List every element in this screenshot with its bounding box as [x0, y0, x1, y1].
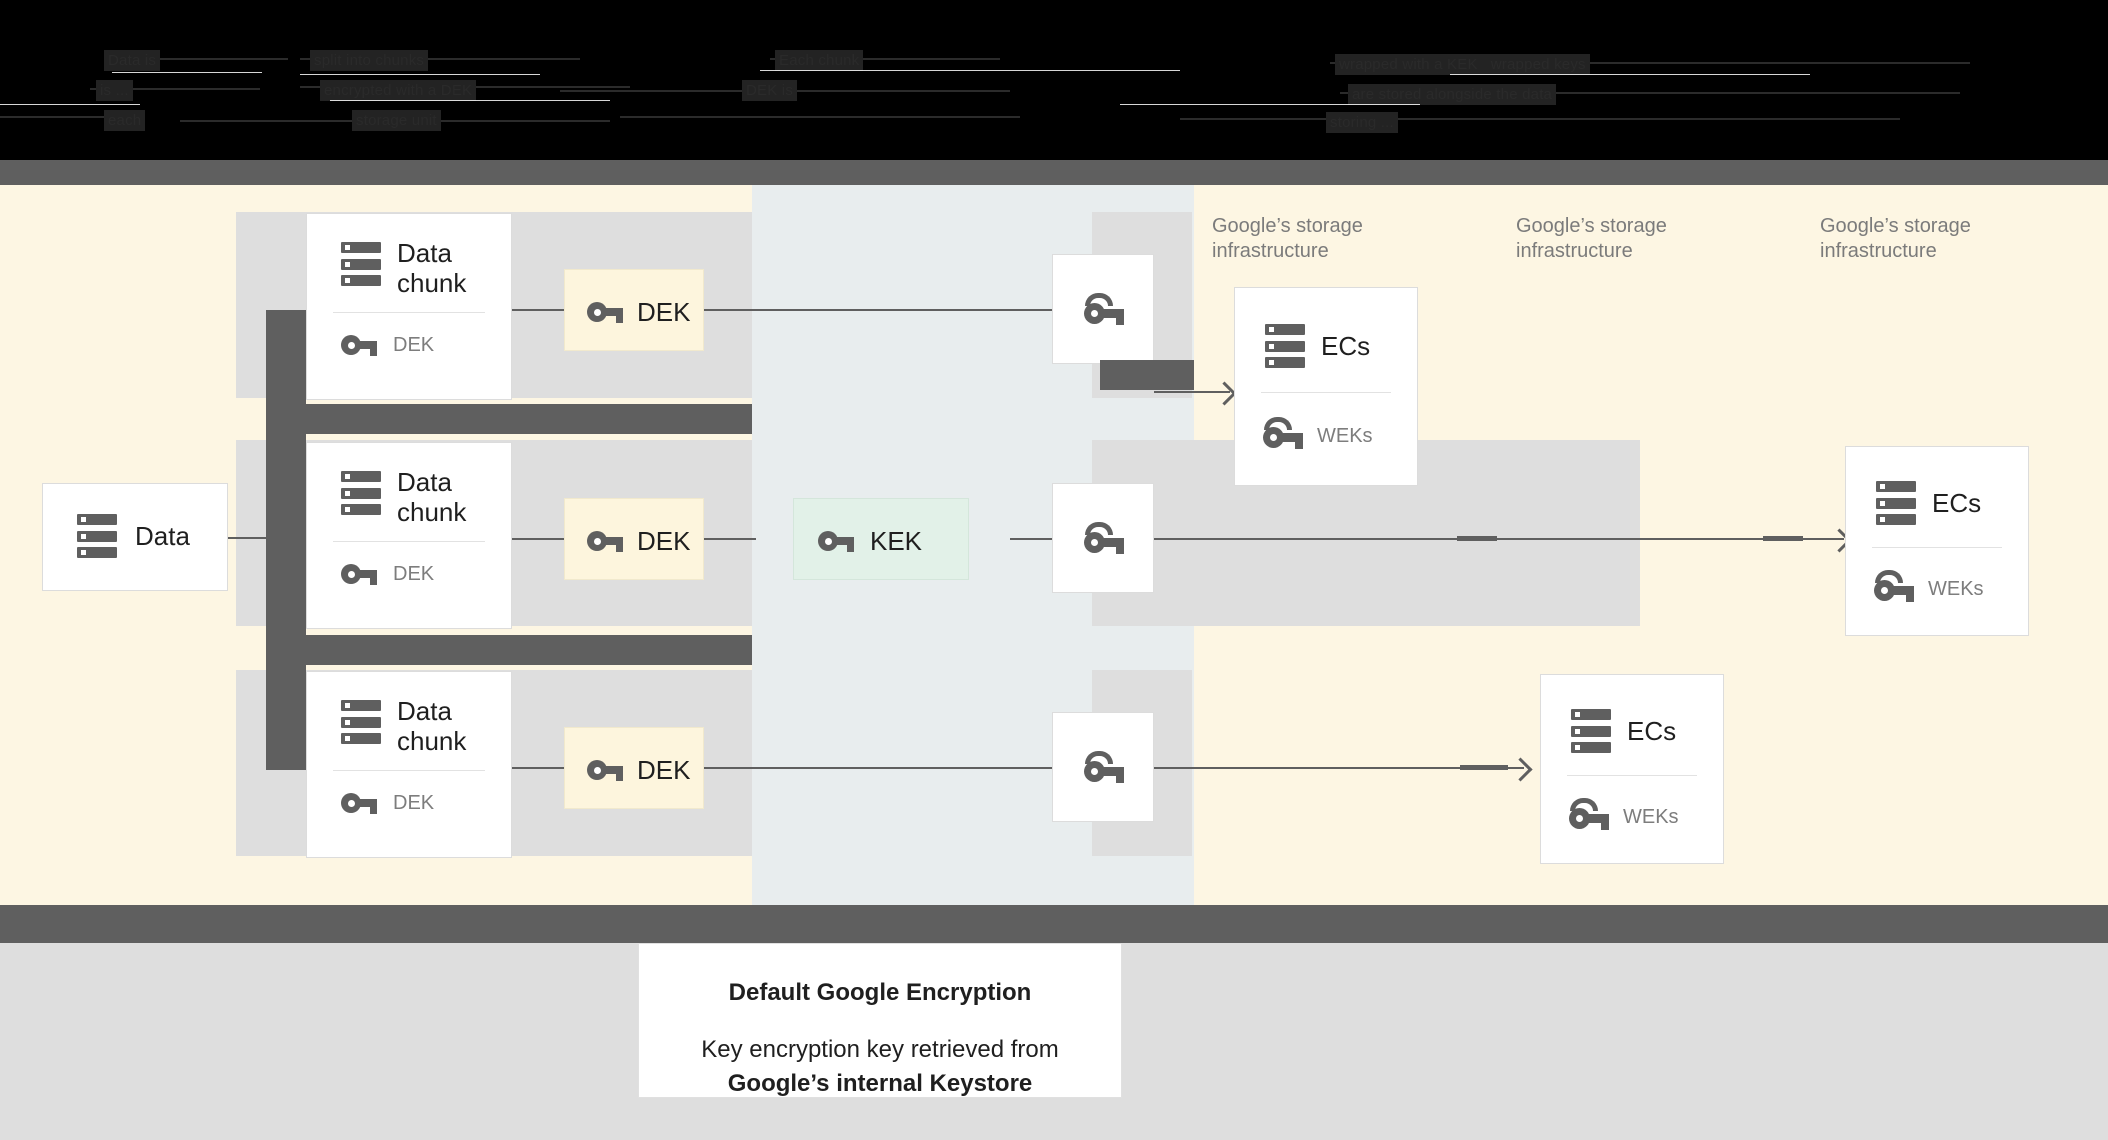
wrapped-key-icon [1569, 798, 1609, 830]
key-icon [818, 529, 854, 553]
box-dek-label: DEK [637, 526, 691, 556]
lane-mask-mid-1 [752, 212, 1092, 398]
card-chunk-key-label: DEK [393, 562, 435, 585]
card-data-chunk-1[interactable]: Data chunk DEK [306, 213, 512, 400]
arrow-row-3 [1154, 767, 1524, 769]
divider-bar-top [0, 160, 2108, 185]
wrapped-key-icon [1263, 417, 1303, 449]
storage-label-2: Google’s storage infrastructure [1516, 215, 1667, 262]
arrow-row-2-segment-b [1763, 536, 1803, 541]
card-divider [333, 770, 485, 771]
card-ecs-title: ECs [1321, 331, 1371, 361]
card-ecs-key-label: WEKs [1928, 577, 1984, 600]
box-dek-2[interactable]: DEK [564, 498, 704, 580]
arrow-row-2-segment-a [1457, 536, 1497, 541]
storage-icon [77, 514, 117, 558]
key-icon [587, 300, 623, 324]
storage-label-3: Google’s storage infrastructure [1820, 215, 1971, 262]
lane-mask-mid-3 [752, 670, 1092, 856]
card-divider [333, 541, 485, 542]
card-ecs-key-label: WEKs [1623, 805, 1679, 828]
storage-icon [1265, 324, 1305, 368]
box-dek-1[interactable]: DEK [564, 269, 704, 351]
box-wrapped-key-2[interactable] [1052, 483, 1154, 593]
card-ecs-2[interactable]: ECs WEKs [1845, 446, 2029, 636]
caption-body-line1: Key encryption key retrieved from [701, 1036, 1059, 1063]
card-chunk-key-label: DEK [393, 333, 435, 356]
key-icon [341, 333, 377, 357]
arrow-row-3-segment-a [1460, 765, 1508, 770]
card-ecs-key-label: WEKs [1317, 424, 1373, 447]
storage-icon [1876, 481, 1916, 525]
box-kek-label: KEK [870, 526, 923, 556]
card-chunk-key-label: DEK [393, 791, 435, 814]
wrapped-key-icon [1084, 522, 1124, 554]
card-chunk-title: Data chunk [397, 696, 467, 756]
key-icon [341, 791, 377, 815]
connector-dek1-wek1 [704, 309, 1052, 311]
card-ecs-title: ECs [1932, 488, 1982, 518]
card-ecs-3[interactable]: ECs WEKs [1540, 674, 1724, 864]
connector-chunk3-dek3 [512, 767, 564, 769]
card-divider [1261, 392, 1391, 393]
card-data[interactable]: Data [42, 483, 228, 591]
caption-title: Default Google Encryption [728, 979, 1032, 1006]
connector-chunk1-dek1 [512, 309, 564, 311]
wrapped-key-icon [1084, 751, 1124, 783]
card-chunk-title: Data chunk [397, 467, 467, 527]
arrow-row-1 [1154, 391, 1230, 393]
wrapped-key-icon [1084, 293, 1124, 325]
wrapped-key-icon [1874, 570, 1914, 602]
divider-bar-bottom [0, 905, 2108, 943]
key-icon [587, 758, 623, 782]
top-dark-band: Data is split into chunks Each chunk wra… [0, 0, 2108, 160]
card-divider [333, 312, 485, 313]
fanout-vertical-bar [266, 310, 306, 770]
caption-box: Default Google Encryption Key encryption… [638, 943, 1122, 1098]
storage-icon [341, 471, 381, 515]
card-divider [1567, 775, 1697, 776]
box-dek-3[interactable]: DEK [564, 727, 704, 809]
box-kek[interactable]: KEK [793, 498, 969, 580]
arrow-row-2 [1154, 538, 1844, 540]
connector-dek2-wek2 [704, 538, 756, 540]
storage-icon [1571, 709, 1611, 753]
card-divider [1872, 547, 2002, 548]
card-data-label: Data [135, 521, 190, 551]
box-dek-label: DEK [637, 297, 691, 327]
card-ecs-title: ECs [1627, 716, 1677, 746]
connector-dek3-wek3 [704, 767, 1052, 769]
key-icon [341, 562, 377, 586]
key-icon [587, 529, 623, 553]
storage-icon [341, 700, 381, 744]
fanout-arm-2 [266, 635, 752, 665]
card-data-chunk-3[interactable]: Data chunk DEK [306, 671, 512, 858]
highlight-row-1 [1100, 360, 1194, 390]
connector-data-to-fanout [228, 537, 308, 539]
box-wrapped-key-3[interactable] [1052, 712, 1154, 822]
caption-body-line2: Google’s internal Keystore [727, 1070, 1033, 1097]
connector-chunk2-dek2 [512, 538, 564, 540]
caption-body: Key encryption key retrieved from Google… [639, 1033, 1121, 1101]
box-dek-label: DEK [637, 755, 691, 785]
connector-kek-wek2 [1010, 538, 1052, 540]
box-wrapped-key-1[interactable] [1052, 254, 1154, 364]
storage-icon [341, 242, 381, 286]
card-chunk-title: Data chunk [397, 238, 467, 298]
card-ecs-1[interactable]: ECs WEKs [1234, 287, 1418, 486]
storage-label-1: Google’s storage infrastructure [1212, 215, 1363, 262]
fanout-arm-1 [266, 404, 752, 434]
card-data-chunk-2[interactable]: Data chunk DEK [306, 442, 512, 629]
